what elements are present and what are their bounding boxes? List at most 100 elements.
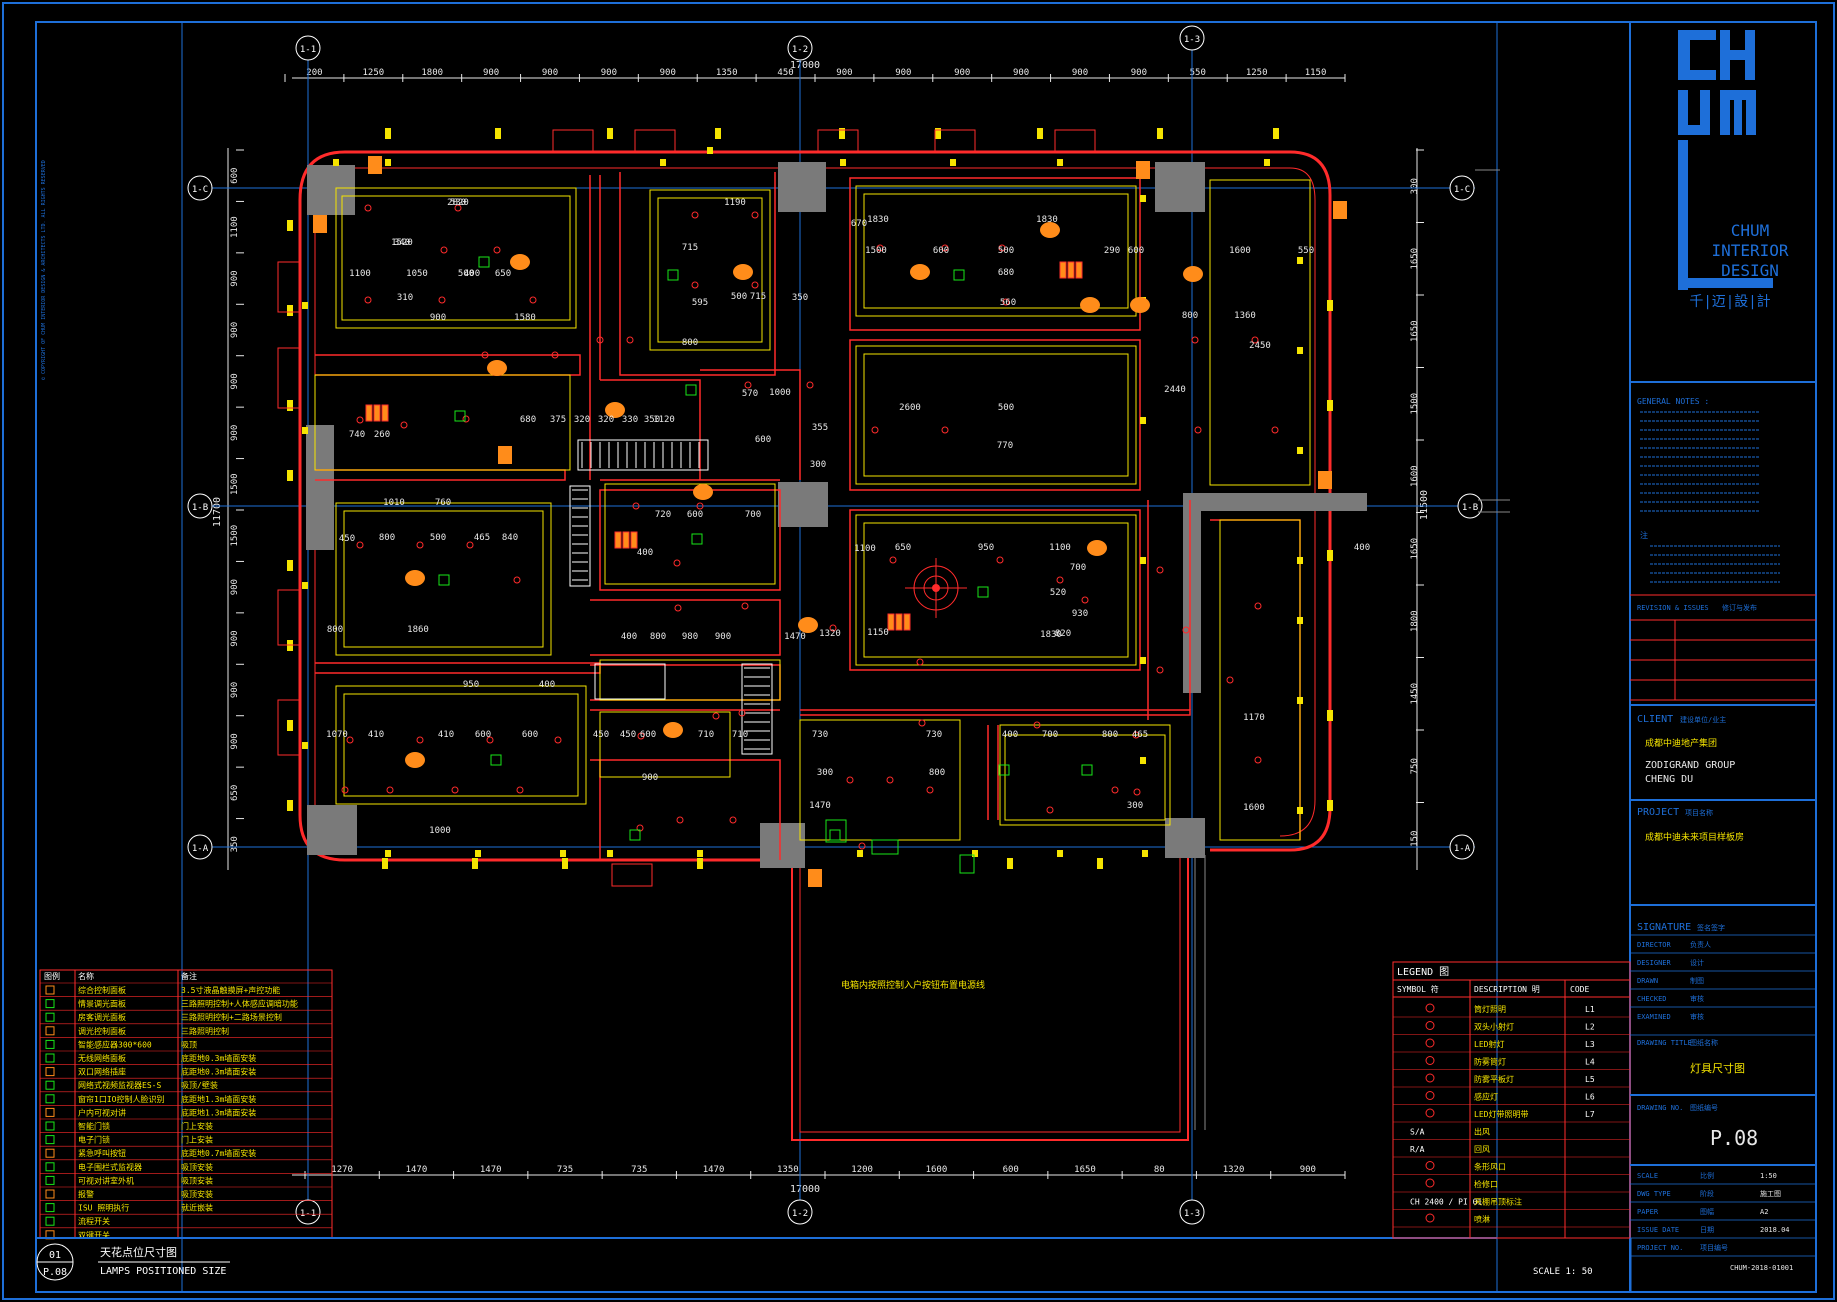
wall-light-2 [607, 128, 613, 139]
grid-bubble-right-c: 1-C [1449, 175, 1475, 201]
inner-dim-34: 500 [998, 403, 1014, 413]
svg-text:图例: 图例 [44, 971, 60, 981]
marker-light-14 [475, 850, 481, 857]
inner-dim-87: 450 [593, 730, 609, 740]
downlight-46 [712, 712, 720, 720]
triple-spot-0 [1059, 261, 1083, 279]
pendant-lamp-11 [798, 617, 818, 633]
wall-light-8 [1273, 128, 1279, 139]
code-name-6: 双口网络插座 [78, 1067, 126, 1077]
wall-light-0 [385, 128, 391, 139]
meta-label-1: DWG TYPE [1637, 1190, 1671, 1198]
code-note-3: 三路照明控制 [181, 1026, 229, 1036]
project-label: PROJECT [1637, 807, 1679, 818]
wall-sconce-1 [1136, 161, 1150, 179]
wall-light-12 [697, 858, 703, 869]
window-frames [277, 129, 1096, 887]
top-dim-10: 900 [895, 68, 911, 78]
right-dim-0: 300 [1410, 178, 1420, 194]
meta-cn-2: 图幅 [1700, 1207, 1714, 1216]
green-sensors [438, 256, 1093, 855]
code-note-15: 吸顶安装 [181, 1189, 213, 1199]
copyright-note: © COPYRIGHT OF CHUM INTERIOR DESIGN & AR… [41, 160, 47, 380]
wall-light-3 [715, 128, 721, 139]
marker-light-13 [385, 850, 391, 857]
wall-light-26 [1327, 710, 1333, 721]
top-dim-5: 900 [601, 68, 617, 78]
code-note-0: 3.5寸液晶触摸屏+声控功能 [181, 985, 280, 995]
inner-dim-20: 600 [933, 246, 949, 256]
code-name-12: 紧急呼叫按钮 [78, 1148, 126, 1158]
bottom-dim-0: 1270 [331, 1165, 353, 1175]
inner-dim-80: 950 [463, 680, 479, 690]
smart-sensor-0 [478, 256, 490, 268]
downlight-45 [637, 732, 645, 740]
inner-dim-53: 400 [637, 548, 653, 558]
marker-light-0 [333, 159, 339, 166]
marker-light-24 [1297, 447, 1303, 454]
inner-dim-74: 400 [621, 632, 637, 642]
inner-dim-4: 500 [458, 269, 474, 279]
marker-light-7 [1140, 195, 1146, 202]
top-dim-17: 1150 [1305, 68, 1327, 78]
inner-dim-81: 400 [539, 680, 555, 690]
marker-light-27 [1297, 697, 1303, 704]
legend-desc-5: 感应灯 [1474, 1092, 1498, 1102]
revision-label: REVISION & ISSUES [1637, 604, 1709, 612]
downlight-48 [918, 719, 926, 727]
smart-sensor-8 [629, 829, 641, 841]
downlight-47 [738, 709, 746, 717]
code-note-16: 就近嵌装 [181, 1203, 213, 1213]
top-dim-8: 450 [777, 68, 793, 78]
smart-sensor-11 [685, 384, 697, 396]
wall-sconce-4 [1318, 471, 1332, 489]
drawing-title-en: LAMPS POSITIONED SIZE [100, 1266, 226, 1277]
inner-dim-98: 800 [1102, 730, 1118, 740]
downlight-44 [554, 736, 562, 744]
left-dim-1: 1100 [230, 216, 240, 238]
inner-dim-41: 740 [349, 430, 365, 440]
downlight-65 [886, 776, 894, 784]
inner-dim-31: 2450 [1249, 341, 1271, 351]
downlight-64 [846, 776, 854, 784]
structural-columns [306, 162, 1367, 868]
bottom-dim-6: 1350 [777, 1165, 799, 1175]
stair-blocks [569, 439, 773, 755]
left-dimensions: 6001100900900900900150015009009009009006… [230, 149, 244, 852]
code-row-10: 智能门锁门上安装 [45, 1121, 213, 1131]
downlight-16 [1251, 336, 1259, 344]
wall-sconce-2 [313, 215, 327, 233]
downlight-40 [1081, 596, 1089, 604]
inner-dim-61: 1860 [407, 625, 429, 635]
code-row-3: 调光控制面板三路照明控制 [45, 1026, 229, 1036]
inner-dim-60: 450 [339, 534, 355, 544]
downlight-15 [1191, 336, 1199, 344]
marker-light-23 [1297, 347, 1303, 354]
code-name-7: 网络式视频监视器ES-S [78, 1080, 161, 1090]
signature-label: SIGNATURE [1637, 922, 1691, 933]
inner-dim-46: 320 [598, 415, 614, 425]
code-name-17: 流程开关 [78, 1216, 110, 1226]
downlight-31 [696, 502, 704, 510]
inner-dim-103: 1000 [429, 826, 451, 836]
left-dim-3: 900 [230, 322, 240, 338]
pendant-lamp-5 [605, 402, 625, 418]
downlight-42 [416, 736, 424, 744]
downlight-10 [751, 281, 759, 289]
wall-light-23 [1327, 300, 1333, 311]
inner-dim-45: 320 [574, 415, 590, 425]
svg-text:1-A: 1-A [1454, 844, 1471, 854]
inner-dim-83: 410 [368, 730, 384, 740]
wall-light-4 [839, 128, 845, 139]
wall-light-18 [287, 470, 293, 481]
inner-dim-23: 560 [1000, 298, 1016, 308]
bottom-total-dim: 17000 [790, 1184, 820, 1195]
top-dim-7: 1350 [716, 68, 738, 78]
